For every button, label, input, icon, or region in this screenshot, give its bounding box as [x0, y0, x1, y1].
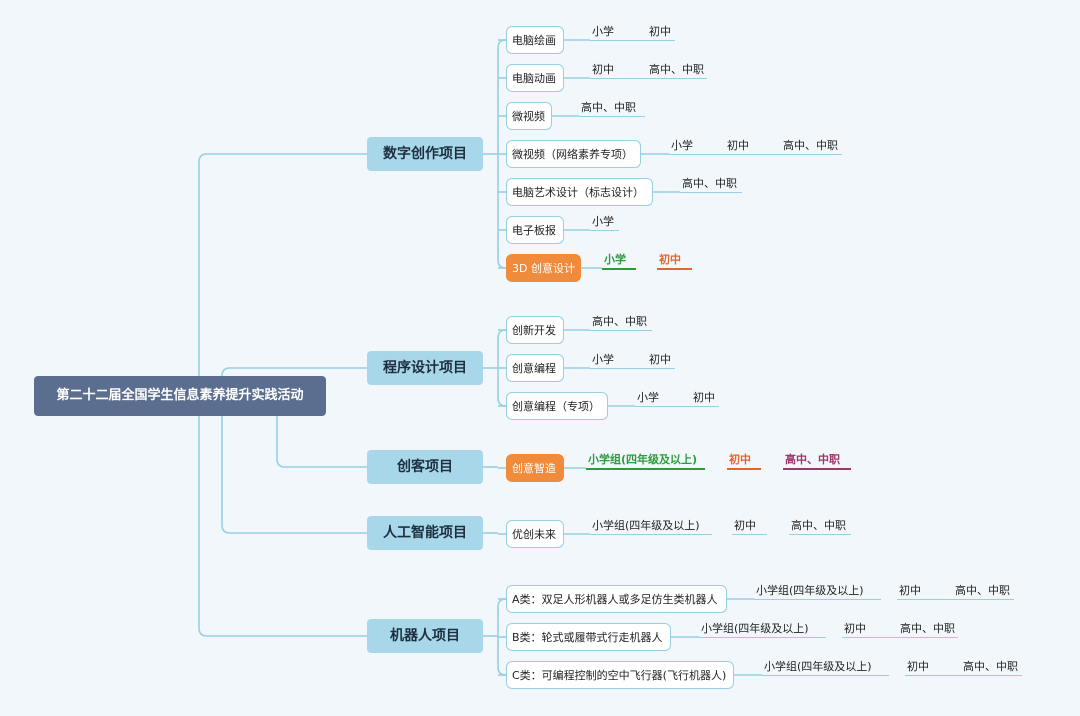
- level-underline: [602, 268, 636, 270]
- item-node[interactable]: 电脑艺术设计（标志设计）: [506, 178, 653, 206]
- item-node[interactable]: 电子板报: [506, 216, 564, 244]
- level-underline: [647, 78, 707, 79]
- item-node[interactable]: 创意编程: [506, 354, 564, 382]
- level-label: 初中: [729, 453, 751, 466]
- level-label: 小学: [592, 215, 614, 228]
- root-connector: [198, 153, 367, 376]
- root-connector: [276, 416, 367, 468]
- level-underline: [754, 599, 881, 600]
- level-label: 高中、中职: [682, 177, 737, 190]
- level-label: 高中、中职: [592, 315, 647, 328]
- level-underline: [586, 468, 705, 470]
- level-underline: [732, 534, 767, 535]
- level-label: 高中、中职: [900, 622, 955, 635]
- branch-connector: [497, 368, 507, 407]
- item-node[interactable]: B类：轮式或履带式行走机器人: [506, 623, 671, 651]
- level-label: 高中、中职: [963, 660, 1018, 673]
- level-underline: [725, 154, 781, 155]
- level-underline: [789, 534, 851, 535]
- level-underline: [590, 230, 619, 231]
- level-underline: [699, 637, 826, 638]
- level-label: 高中、中职: [783, 139, 838, 152]
- level-underline: [590, 534, 712, 535]
- level-underline: [669, 154, 725, 155]
- category-node[interactable]: 创客项目: [367, 450, 483, 484]
- root-node[interactable]: 第二十二届全国学生信息素养提升实践活动: [34, 376, 326, 416]
- level-label: 高中、中职: [791, 519, 846, 532]
- level-label: 初中: [727, 139, 749, 152]
- level-label: 初中: [592, 63, 614, 76]
- category-node[interactable]: 数字创作项目: [367, 137, 483, 171]
- branch-connector: [497, 598, 507, 636]
- level-underline: [783, 468, 851, 470]
- level-label: 小学: [604, 253, 626, 266]
- level-label: 高中、中职: [785, 453, 840, 466]
- branch-connector: [497, 154, 507, 269]
- level-label: 小学组(四年级及以上): [588, 453, 698, 466]
- level-underline: [635, 406, 691, 407]
- level-underline: [898, 637, 958, 638]
- level-underline: [961, 675, 1022, 676]
- root-connector: [221, 367, 367, 377]
- level-underline: [691, 406, 719, 407]
- level-label: 小学: [671, 139, 693, 152]
- item-node[interactable]: 电脑绘画: [506, 26, 564, 54]
- level-underline: [657, 268, 692, 270]
- level-underline: [680, 192, 742, 193]
- level-underline: [590, 330, 652, 331]
- category-node[interactable]: 程序设计项目: [367, 351, 483, 385]
- item-node[interactable]: 优创未来: [506, 520, 564, 548]
- level-label: 初中: [659, 253, 681, 266]
- item-node[interactable]: 电脑动画: [506, 64, 564, 92]
- level-label: 小学组(四年级及以上): [764, 660, 872, 673]
- root-connector: [221, 416, 367, 534]
- level-underline: [842, 637, 898, 638]
- level-label: 小学: [592, 25, 614, 38]
- item-node[interactable]: 创意智造: [506, 454, 564, 482]
- level-label: 初中: [693, 391, 715, 404]
- level-label: 高中、中职: [581, 101, 636, 114]
- level-underline: [590, 40, 647, 41]
- level-underline: [590, 368, 647, 369]
- level-label: 小学组(四年级及以上): [701, 622, 809, 635]
- item-node[interactable]: 创意编程（专项）: [506, 392, 608, 420]
- level-underline: [647, 40, 675, 41]
- level-underline: [781, 154, 842, 155]
- level-underline: [647, 368, 675, 369]
- branch-connector: [497, 636, 507, 676]
- level-label: 初中: [649, 353, 671, 366]
- root-connector: [198, 416, 367, 637]
- level-underline: [897, 599, 953, 600]
- level-label: 小学组(四年级及以上): [756, 584, 864, 597]
- level-label: 初中: [734, 519, 756, 532]
- level-underline: [727, 468, 761, 470]
- level-label: 初中: [907, 660, 929, 673]
- category-node[interactable]: 人工智能项目: [367, 516, 483, 550]
- item-node[interactable]: C类：可编程控制的空中飞行器(飞行机器人): [506, 661, 734, 689]
- branch-connector: [497, 39, 507, 154]
- level-underline: [953, 599, 1014, 600]
- level-label: 小学组(四年级及以上): [592, 519, 700, 532]
- item-node[interactable]: 创新开发: [506, 316, 564, 344]
- level-label: 初中: [844, 622, 866, 635]
- level-label: 高中、中职: [649, 63, 704, 76]
- level-label: 小学: [592, 353, 614, 366]
- category-node[interactable]: 机器人项目: [367, 619, 483, 653]
- item-node[interactable]: 3D 创意设计: [506, 254, 581, 282]
- item-node[interactable]: A类：双足人形机器人或多足仿生类机器人: [506, 585, 727, 613]
- item-node[interactable]: 微视频（网络素养专项）: [506, 140, 641, 168]
- level-underline: [590, 78, 647, 79]
- level-underline: [905, 675, 961, 676]
- item-node[interactable]: 微视频: [506, 102, 552, 130]
- level-label: 初中: [899, 584, 921, 597]
- level-label: 初中: [649, 25, 671, 38]
- level-label: 高中、中职: [955, 584, 1010, 597]
- level-label: 小学: [637, 391, 659, 404]
- level-underline: [579, 116, 645, 117]
- level-underline: [762, 675, 889, 676]
- branch-connector: [497, 329, 507, 368]
